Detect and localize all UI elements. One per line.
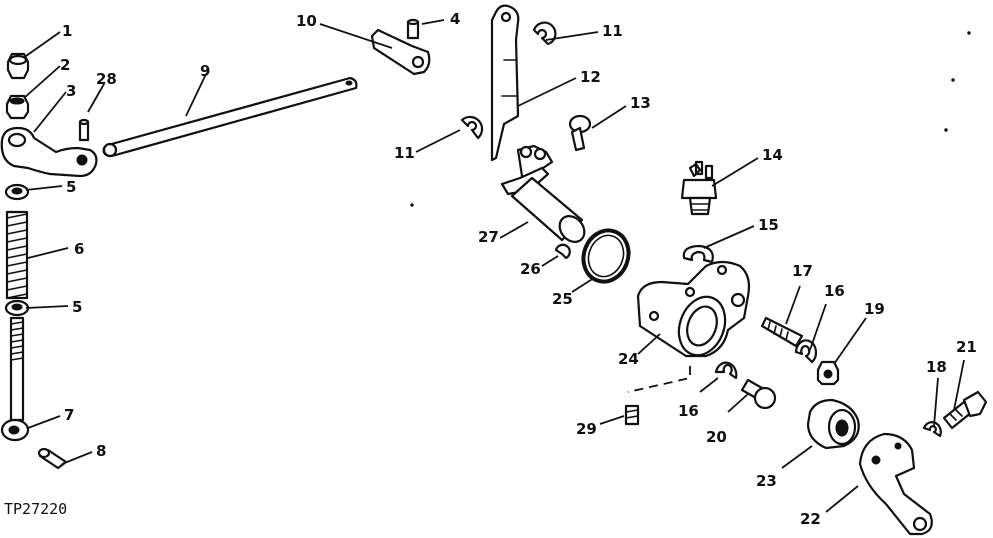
part-21-bolt <box>942 390 988 430</box>
part-11-lower-clip <box>460 115 484 140</box>
callout-12: 12 <box>580 68 601 86</box>
part-5-lower-washer <box>4 299 30 317</box>
callout-7: 7 <box>64 406 74 424</box>
part-9-rod <box>102 76 358 158</box>
part-18-washer <box>922 421 942 438</box>
callout-27: 27 <box>478 228 499 246</box>
callout-16-upper: 16 <box>824 282 845 300</box>
part-28-pin <box>78 118 90 142</box>
callout-19: 19 <box>864 300 885 318</box>
part-4-pin <box>406 18 420 40</box>
callout-2: 2 <box>60 56 70 74</box>
part-24-housing <box>636 260 751 358</box>
part-26-clip <box>554 243 571 260</box>
callout-23: 23 <box>756 472 777 490</box>
callout-10: 10 <box>296 12 317 30</box>
callout-13: 13 <box>630 94 651 112</box>
part-19-nut <box>816 360 840 386</box>
part-5-upper-washer <box>4 183 30 201</box>
speck <box>410 203 414 207</box>
part-25-o-ring <box>581 228 631 284</box>
part-2-nut <box>5 94 30 120</box>
figure-id: TP27220 <box>4 500 67 518</box>
part-10-clevis <box>370 28 431 76</box>
part-16-lower-clip <box>714 361 738 380</box>
callout-3: 3 <box>66 82 76 100</box>
part-14-switch <box>680 160 718 216</box>
callout-29: 29 <box>576 420 597 438</box>
callout-22: 22 <box>800 510 821 528</box>
part-20-screw <box>740 378 777 410</box>
part-23-bushing <box>806 398 860 450</box>
callout-5-upper: 5 <box>66 178 76 196</box>
callout-11-upper: 11 <box>602 22 623 40</box>
part-17-stud <box>760 316 804 348</box>
part-13-ball-joint <box>568 114 592 152</box>
callout-16-lower: 16 <box>678 402 699 420</box>
callout-28: 28 <box>96 70 117 88</box>
callout-11-lower: 11 <box>394 144 415 162</box>
callout-8: 8 <box>96 442 106 460</box>
part-1-nut <box>6 52 30 80</box>
callout-4: 4 <box>450 10 460 28</box>
part-3-lever <box>0 126 98 178</box>
part-27-shaft-assembly <box>500 144 586 243</box>
callout-15: 15 <box>758 216 779 234</box>
callout-6: 6 <box>74 240 84 258</box>
callout-5-lower: 5 <box>72 298 82 316</box>
part-7-eye-bolt <box>0 316 30 442</box>
callout-24: 24 <box>618 350 639 368</box>
callout-1: 1 <box>62 22 72 40</box>
part-11-upper-clip <box>532 21 557 46</box>
part-12-control-arm <box>490 4 520 162</box>
part-22-lever <box>858 432 933 536</box>
part-8-pin <box>37 447 68 470</box>
callout-25: 25 <box>552 290 573 308</box>
part-15-snap-ring <box>682 244 714 264</box>
callout-14: 14 <box>762 146 783 164</box>
speck <box>967 31 971 35</box>
leader-lines <box>23 19 965 513</box>
callout-17: 17 <box>792 262 813 280</box>
callout-18: 18 <box>926 358 947 376</box>
part-6-spring <box>5 210 29 300</box>
speck <box>951 78 955 82</box>
assembly-dashed-line <box>627 366 691 393</box>
callout-20: 20 <box>706 428 727 446</box>
part-29-small-spring <box>624 404 640 426</box>
callout-9: 9 <box>200 62 210 80</box>
callout-21: 21 <box>956 338 977 356</box>
callout-26: 26 <box>520 260 541 278</box>
speck <box>944 128 948 132</box>
